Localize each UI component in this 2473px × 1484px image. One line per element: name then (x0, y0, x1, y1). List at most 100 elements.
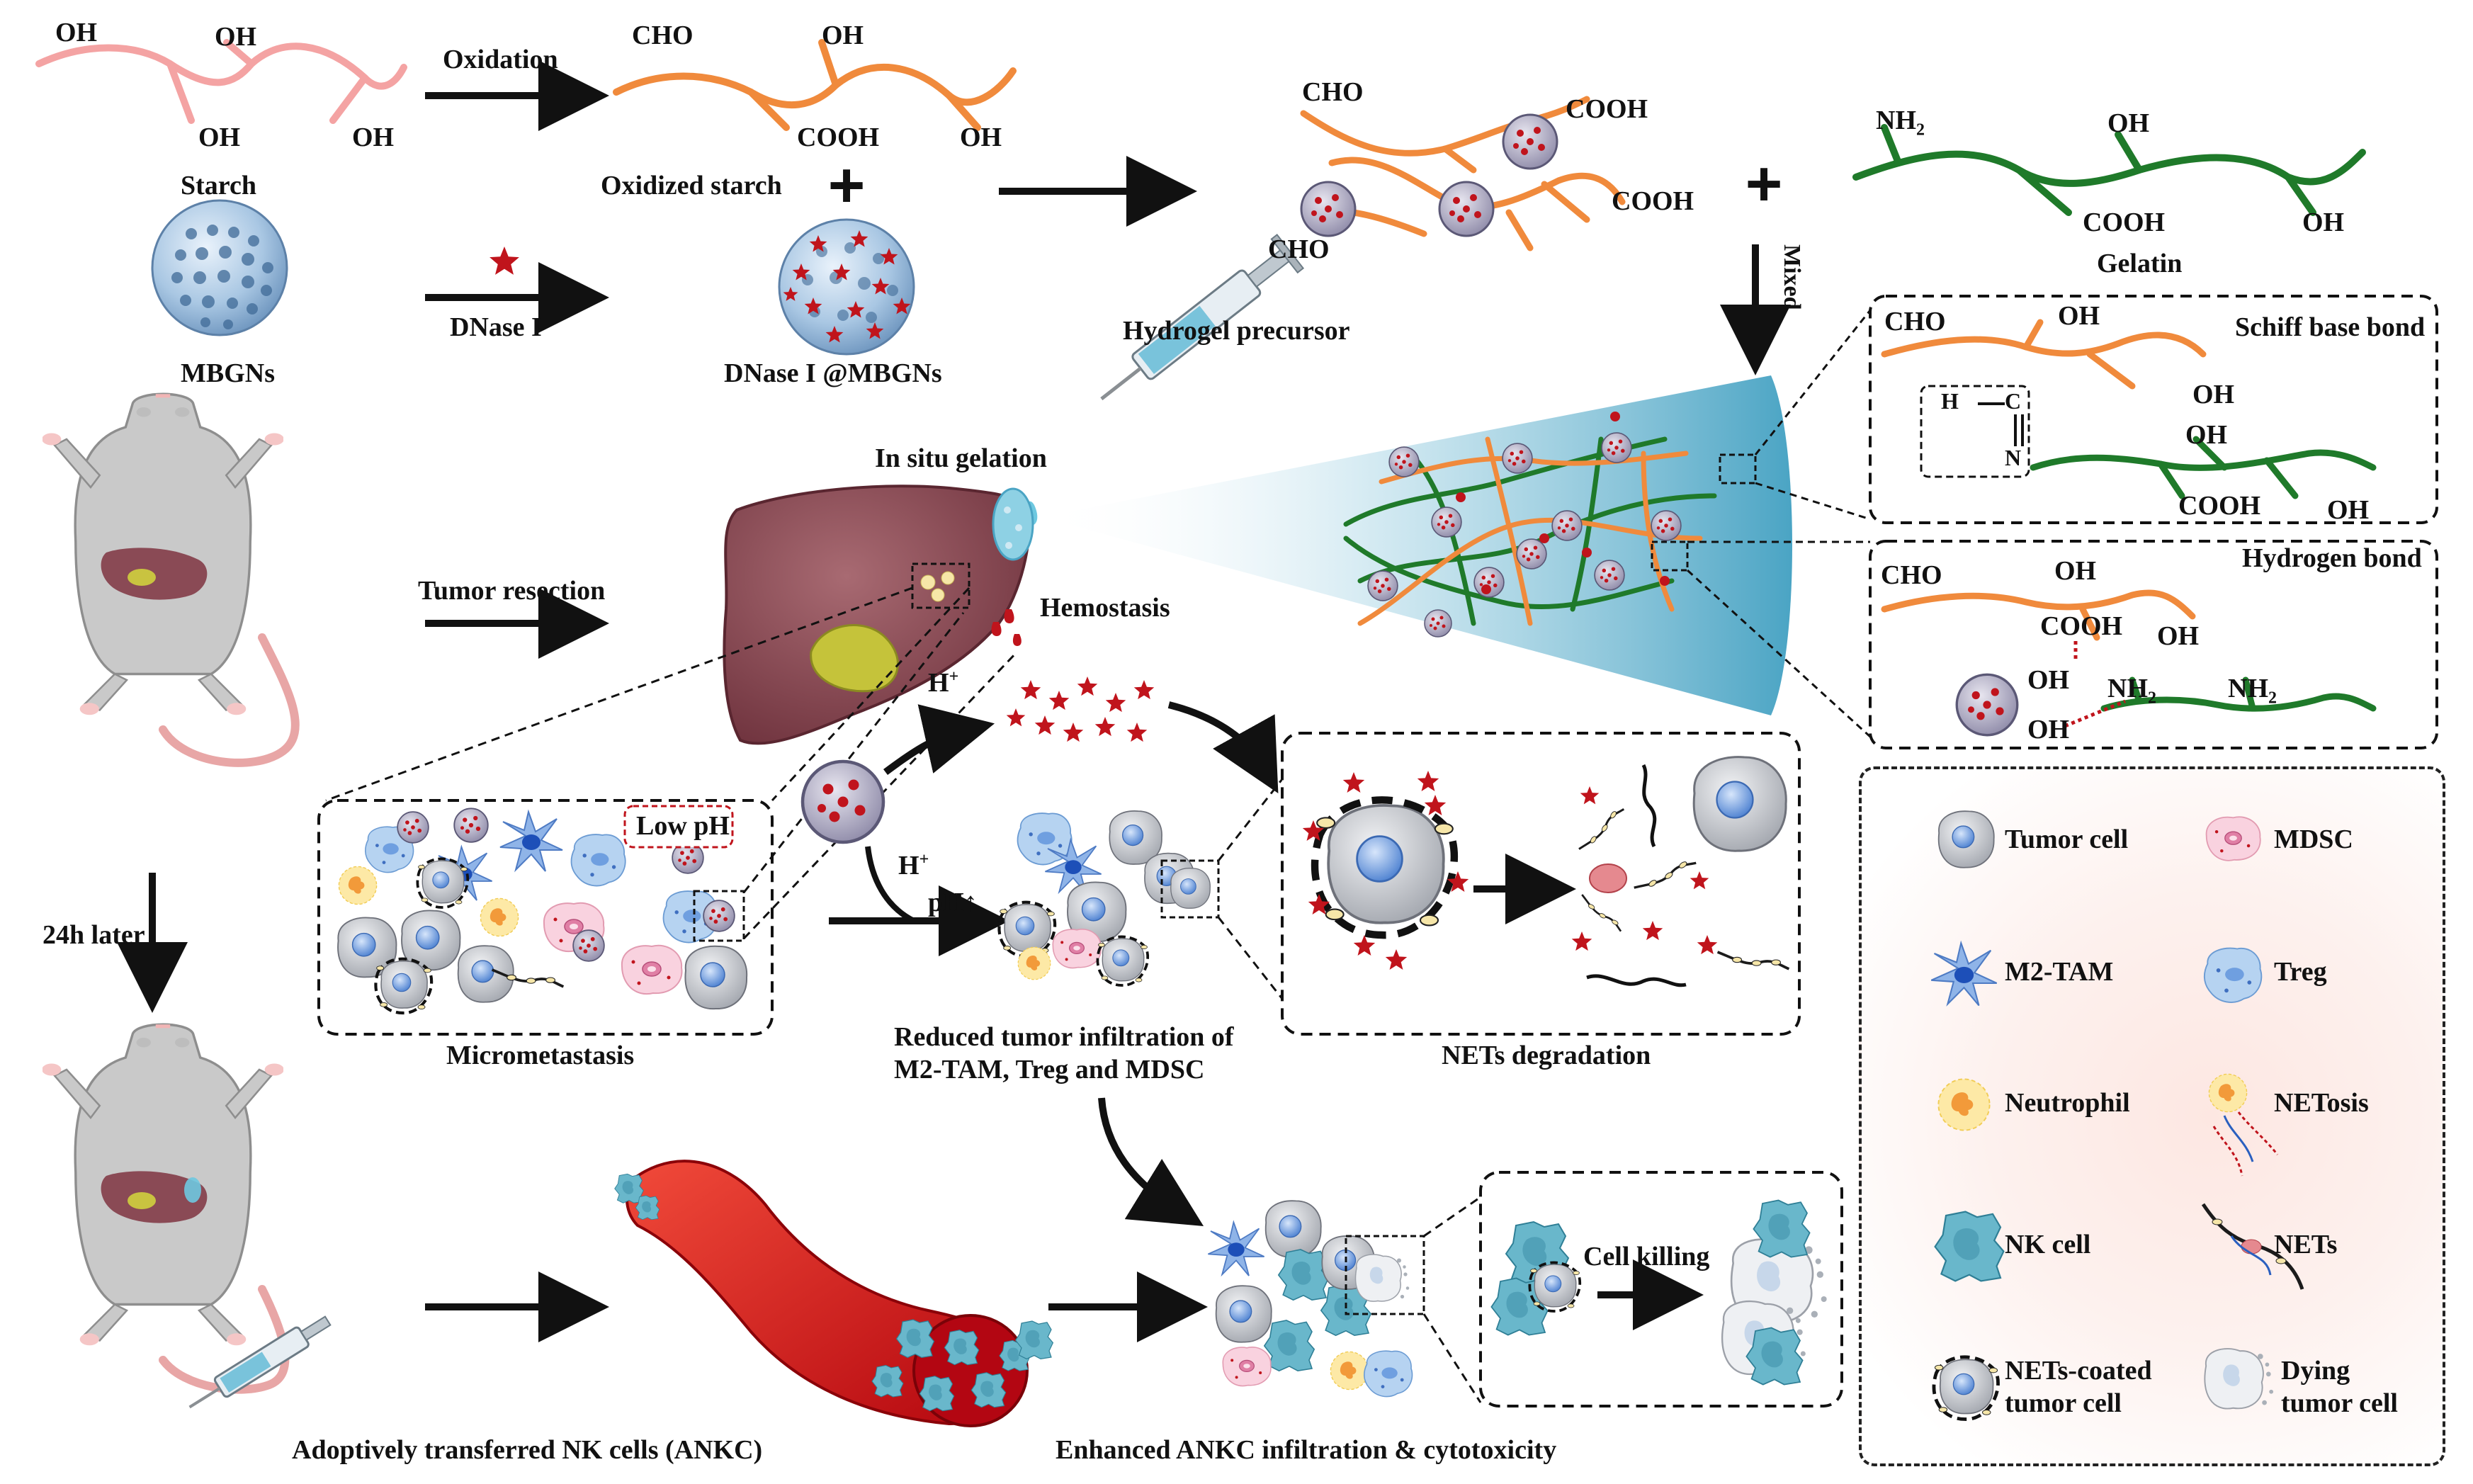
released-dnase-stars (1006, 676, 1155, 742)
mouse-2-tail (159, 1285, 290, 1394)
hbond-cho: CHO (1881, 560, 1942, 590)
legend-treg-label: Treg (2274, 957, 2327, 987)
schiff-callout-marker (1719, 453, 1757, 485)
injection-syringe-icon (188, 1315, 332, 1409)
treated-tumor-cluster (999, 810, 1195, 985)
starch-oh-1: OH (55, 18, 98, 47)
hbond-oh-a: OH (2027, 665, 2070, 695)
liver-illustration (723, 485, 1034, 745)
schiff-n: N (2005, 445, 2022, 470)
gelatin-oh-top: OH (2107, 108, 2150, 138)
schiff-chains (1881, 319, 2377, 499)
gelatin-cooh: COOH (2083, 208, 2166, 237)
hydrogel-cone (1041, 375, 1792, 715)
oxidized-cooh: COOH (797, 123, 880, 152)
reduced-infiltration-line2: M2-TAM, Treg and MDSC (894, 1055, 1205, 1084)
plus-sign-2: + (1745, 149, 1783, 220)
hbond-nanoparticle-icon (1955, 673, 2019, 737)
hbond-nh2-b: NH2 (2228, 674, 2277, 708)
schiff-cho: CHO (1884, 307, 1946, 336)
legend-nk-cell-label: NK cell (2005, 1230, 2091, 1259)
enhanced-zoom-marker (1345, 1235, 1425, 1315)
starch-oh-4: OH (352, 123, 395, 152)
plus-sign-1: + (828, 150, 866, 221)
oxidized-starch-chain (613, 39, 1017, 131)
schiff-oh-end: OH (2327, 495, 2370, 525)
blood-vessel (626, 1160, 1029, 1427)
legend-netosis-label: NETosis (2274, 1088, 2369, 1118)
hydrogel-precursor-label: Hydrogel precursor (1123, 316, 1350, 346)
released-nanoparticle (803, 761, 883, 842)
gelatin-chain (1852, 124, 2366, 216)
crosslink-points (1456, 412, 1670, 594)
mouse-2-liver-icon (101, 1171, 208, 1223)
mouse-1-liver-icon (101, 548, 208, 600)
starch-oh-2: OH (215, 22, 257, 52)
schiff-oh-mid: OH (2192, 380, 2235, 409)
oxidation-label: Oxidation (443, 45, 558, 74)
degradation-arrow (1167, 701, 1279, 793)
mbgns-label: MBGNs (181, 358, 275, 388)
release-arrow-up (883, 704, 995, 776)
dnase-label: DNase I (450, 312, 542, 342)
complex-cooh-right: COOH (1612, 186, 1694, 216)
hbond-callout-marker (1651, 540, 1689, 572)
low-ph-badge (623, 805, 734, 849)
hbond-oh-b: OH (2027, 715, 2070, 744)
ph-up-label: pH↑ (928, 888, 978, 917)
dnase-mbgns-label: DNase I @MBGNs (724, 358, 942, 388)
legend-tumor-cell-label: Tumor cell (2005, 825, 2129, 854)
low-ph-label: Low pH (636, 811, 730, 841)
hbond-oh-right: OH (2157, 621, 2200, 651)
schiff-cooh: COOH (2178, 491, 2261, 521)
gelatin-label: Gelatin (2097, 249, 2183, 278)
legend-nets-label: NETs (2274, 1230, 2338, 1259)
ankc-label: Adoptively transferred NK cells (ANKC) (292, 1435, 763, 1465)
treated-zoom-marker (1160, 859, 1220, 919)
nets-degradation-content (1302, 756, 1791, 987)
schiff-oh-top: OH (2058, 301, 2100, 331)
oxidized-cho: CHO (632, 21, 694, 50)
legend-mdsc-label: MDSC (2274, 825, 2353, 854)
starch-chain (35, 39, 407, 124)
h-plus-label-1: H+ (928, 667, 959, 698)
gelatin-oh-bottom: OH (2302, 208, 2345, 237)
reduced-infiltration-line1: Reduced tumor infiltration of (894, 1022, 1234, 1052)
schiff-bond-marker (1920, 385, 2030, 478)
hemostasis-label: Hemostasis (1040, 593, 1170, 623)
later-24h-label: 24h later (43, 920, 145, 950)
enhanced-cluster (1207, 1200, 1413, 1398)
enhanced-label: Enhanced ANKC infiltration & cytotoxicit… (1056, 1435, 1557, 1465)
complex-cho-top: CHO (1302, 77, 1364, 107)
in-situ-gelation-label: In situ gelation (875, 443, 1047, 473)
starch-oh-3: OH (198, 123, 241, 152)
oxidized-oh-bottom: OH (960, 123, 1002, 152)
nets-degradation-label: NETs degradation (1442, 1041, 1651, 1070)
enhanced-arrow (1098, 1097, 1204, 1226)
starch-np-complex (1300, 96, 1626, 251)
hbond-nh2-a: NH2 (2107, 674, 2156, 708)
oxidized-oh-top: OH (822, 21, 864, 50)
dnase-star-icon (489, 247, 519, 275)
syringe-icon (1100, 233, 1305, 401)
schiff-c: C (2005, 388, 2022, 414)
schiff-oh-lower: OH (2185, 420, 2228, 450)
oxidized-starch-label: Oxidized starch (601, 171, 782, 200)
micrometastasis-zoom-marker (693, 890, 745, 942)
mouse-1-tail (159, 633, 300, 767)
hbond-oh-top: OH (2054, 556, 2097, 586)
hbond-cooh: COOH (2040, 611, 2123, 641)
micrometastasis-label: Micrometastasis (446, 1041, 635, 1070)
complex-cooh-top: COOH (1566, 94, 1648, 124)
gelatin-nh2: NH2 (1876, 106, 1925, 140)
tumor-resection-label: Tumor resection (418, 576, 606, 606)
schiff-h: H (1941, 388, 1959, 414)
hbond-chains (1881, 589, 2377, 712)
legend-neutrophil-label: Neutrophil (2005, 1088, 2130, 1118)
schiff-title: Schiff base bond (2235, 312, 2426, 342)
complex-cho-bottom: CHO (1268, 234, 1330, 264)
